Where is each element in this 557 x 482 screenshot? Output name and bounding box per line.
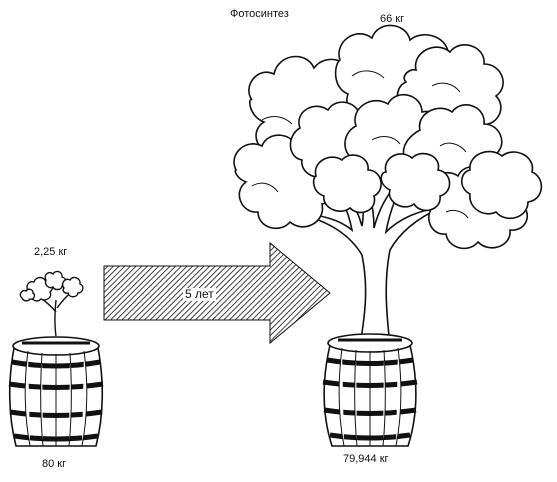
barrel-icon bbox=[322, 333, 418, 447]
tree-icon bbox=[233, 24, 543, 346]
barrel-icon bbox=[8, 336, 104, 447]
sapling-mass-label: 2,25 кг bbox=[34, 246, 68, 258]
sapling-icon bbox=[19, 270, 84, 337]
duration-label: 5 лет bbox=[183, 287, 216, 301]
arrow-icon bbox=[103, 241, 331, 345]
tree-mass-label: 66 кг bbox=[380, 13, 405, 25]
soil-start-mass-label: 80 кг bbox=[42, 458, 67, 470]
diagram-title: Фотосинтез bbox=[230, 8, 289, 20]
soil-end-mass-label: 79,944 кг bbox=[343, 453, 389, 465]
